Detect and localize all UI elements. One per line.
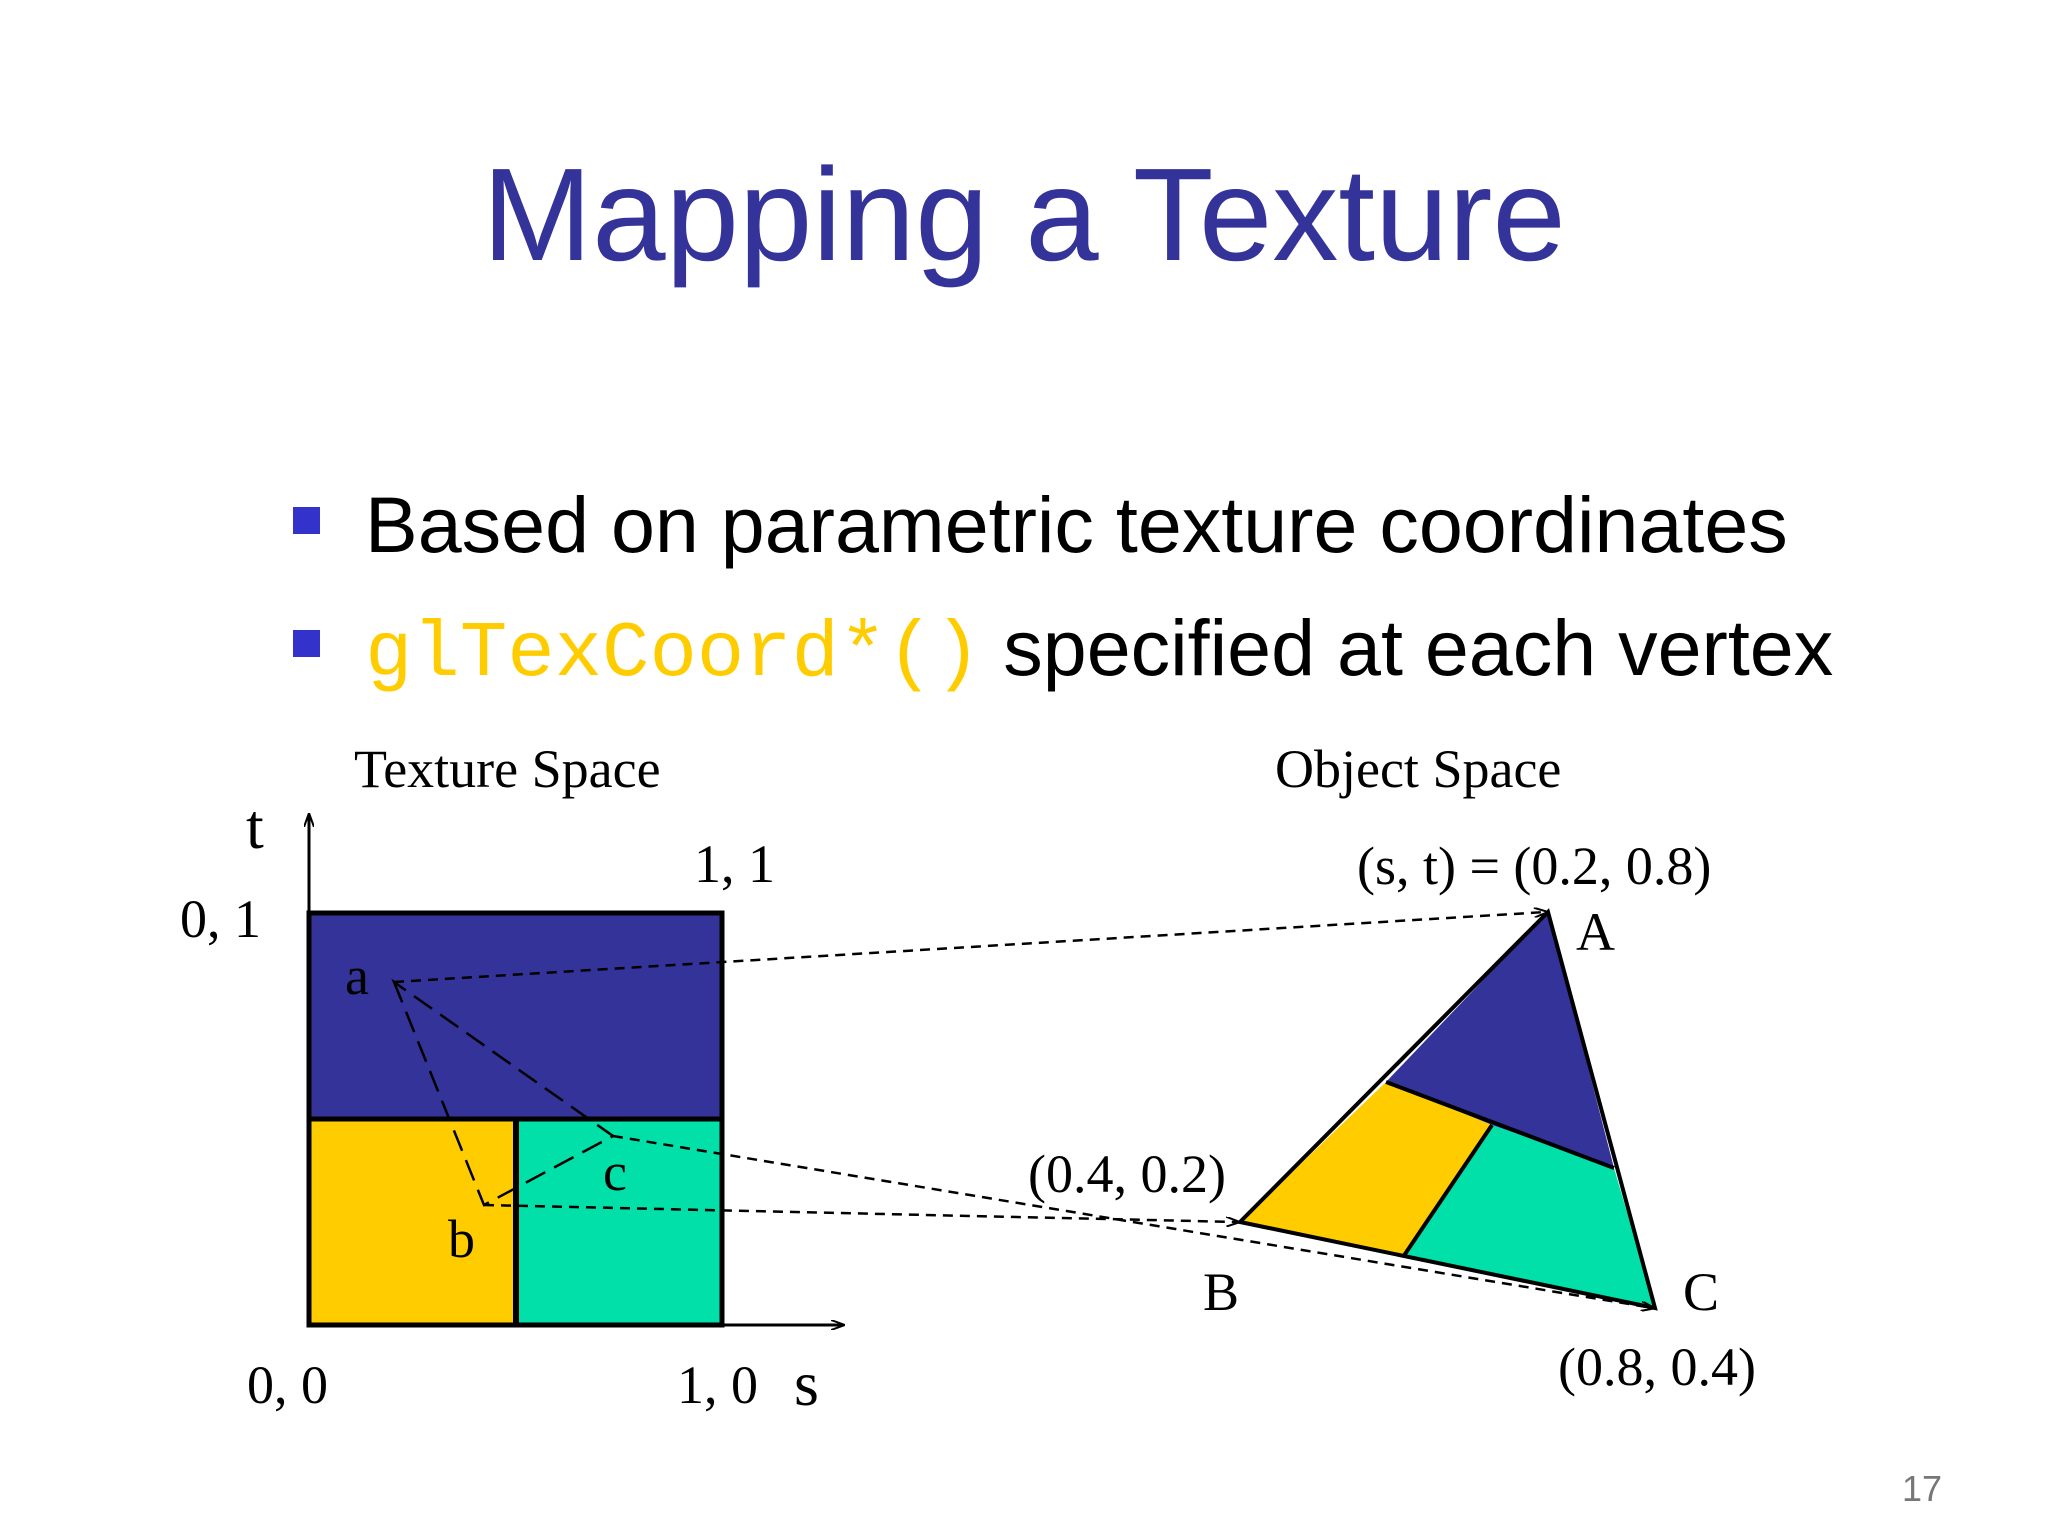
- slide-title: Mapping a Texture: [482, 141, 1566, 288]
- coord-label-C: (0.8, 0.4): [1558, 1337, 1756, 1397]
- point-label-b: b: [448, 1209, 475, 1269]
- texture-space-title: Texture Space: [354, 739, 661, 799]
- vertex-label-C: C: [1683, 1262, 1719, 1322]
- t-axis-label: t: [246, 791, 264, 862]
- texture-triangle-abc: [391, 978, 616, 1207]
- bullet-text: Based on parametric texture coordinates: [365, 480, 1788, 569]
- corner-label-st1: 1, 1: [694, 834, 775, 894]
- bullet-square-icon: [293, 630, 320, 657]
- bullet-text: glTexCoord*() specified at each vertex: [365, 598, 1833, 704]
- coord-label-B: (0.4, 0.2): [1028, 1144, 1226, 1204]
- bullet-item: glTexCoord*() specified at each vertex: [0, 598, 2048, 699]
- mapping-arrow-c-to-C: [612, 1134, 1653, 1308]
- bullet-square-icon: [293, 507, 320, 534]
- s-axis-label: s: [794, 1348, 819, 1419]
- texture-region-green: [516, 1119, 722, 1325]
- bullet-item: Based on parametric texture coordinates: [0, 475, 2048, 575]
- code-gltexcoord: glTexCoord*(): [365, 609, 982, 699]
- point-label-a: a: [345, 946, 369, 1006]
- mapping-arrow-b-to-B: [483, 1203, 1238, 1222]
- object-divider-2: [1401, 1123, 1494, 1259]
- bullet-list: Based on parametric texture coordinates …: [0, 0, 2048, 700]
- object-region-green: [1403, 1125, 1655, 1308]
- object-triangle: [1235, 908, 1658, 1311]
- vertex-label-B: B: [1203, 1262, 1239, 1322]
- corner-label-t1: 0, 1: [180, 889, 261, 949]
- coord-label-A: (s, t) = (0.2, 0.8): [1357, 836, 1711, 896]
- texture-region-yellow: [309, 1119, 516, 1325]
- object-divider-1: [1385, 1080, 1615, 1170]
- vertex-label-A: A: [1576, 902, 1615, 962]
- bullet-text-suffix: specified at each vertex: [981, 603, 1834, 692]
- corner-label-s1: 1, 0: [677, 1355, 758, 1415]
- texture-region-blue: [309, 913, 722, 1119]
- object-space-title: Object Space: [1275, 739, 1561, 799]
- page-number: 17: [1901, 1468, 1942, 1509]
- object-triangle-border: [1235, 908, 1658, 1311]
- texture-square: [306, 910, 725, 1328]
- point-label-c: c: [603, 1142, 627, 1202]
- mapping-arrow-a-to-A: [393, 912, 1546, 984]
- object-region-yellow: [1240, 1082, 1492, 1257]
- corner-label-origin: 0, 0: [247, 1355, 328, 1415]
